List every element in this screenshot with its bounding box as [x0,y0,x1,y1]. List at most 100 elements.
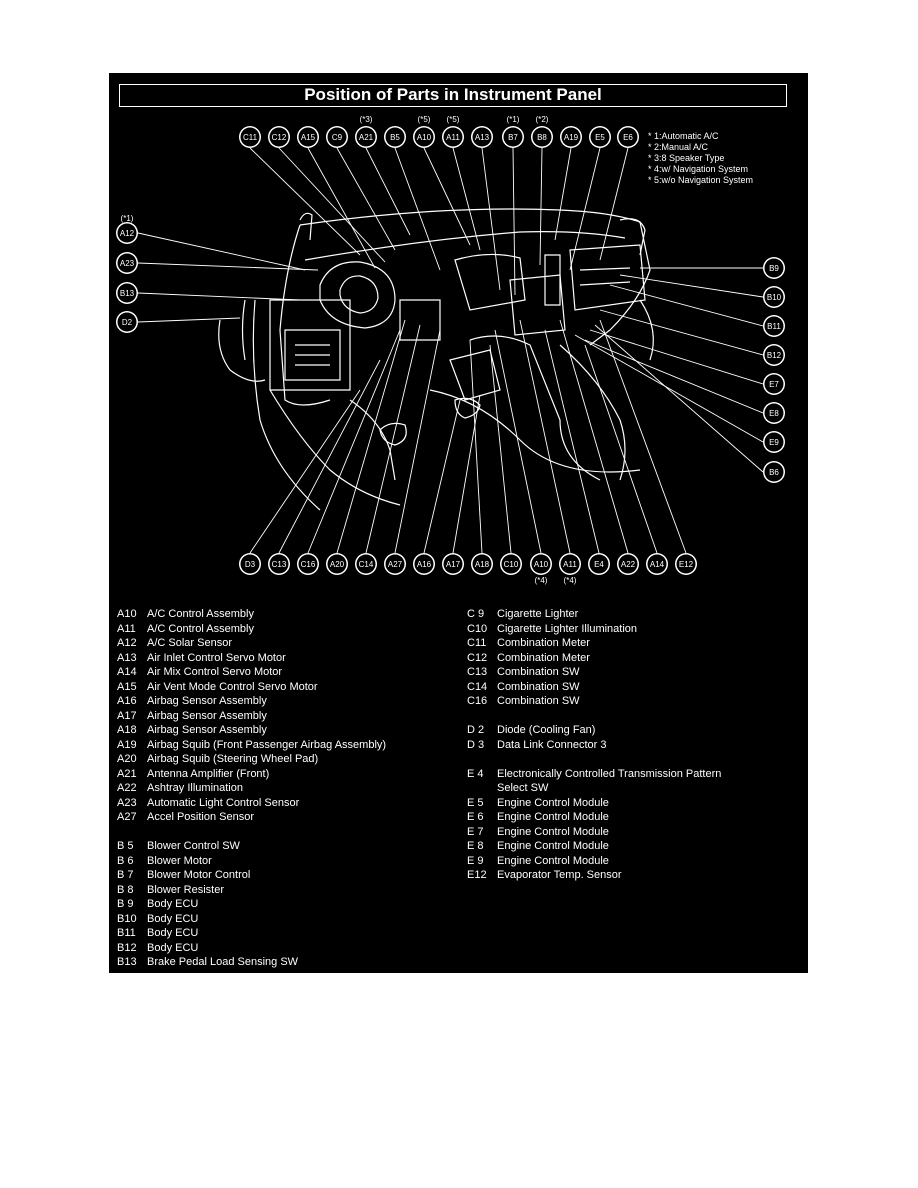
leader-line-right-3 [599,309,764,356]
callout-ring [414,127,434,147]
leader-line-top-6 [423,147,471,246]
callout-ring [327,554,347,574]
callout-ring [618,127,638,147]
legend-name: Select SW [497,782,549,794]
leader-line-top-0 [249,147,361,256]
legend-code: B11 [117,927,136,939]
legend-code: E12 [467,869,487,881]
legend-name: Blower Control SW [147,840,240,852]
legend-code: B 6 [117,854,134,867]
legend-name: Cigarette Lighter [497,608,579,620]
note-4: * 4:w/ Navigation System [648,164,748,174]
callout-label: B6 [769,468,779,477]
callout-bottom-a17-7: A17 [442,553,464,575]
legend-name: Airbag Sensor Assembly [147,724,267,736]
legend-name: Brake Pedal Load Sensing SW [147,956,299,968]
callout-note: (*4) [564,576,577,585]
callout-top-a13-8: A13 [471,126,493,148]
callout-ring [443,554,463,574]
note-2: * 2:Manual A/C [648,142,709,152]
callout-top-e6-13: E6 [617,126,639,148]
callout-ring [117,223,137,243]
legend-name: Engine Control Module [497,825,609,838]
callout-ring [414,554,434,574]
callout-top-c12-1: C12 [268,126,290,148]
legend-name: Body ECU [147,912,199,925]
callout-left-a23: A23 [116,252,138,274]
leader-line-top-4 [365,147,411,236]
callout-top-b8-10: B8(*2) [531,115,553,148]
callout-ring [385,554,405,574]
callout-ring [676,554,696,574]
legend-code: E 8 [467,840,484,852]
callout-label: C11 [243,133,258,142]
callout-label: A12 [120,229,135,238]
legend-name: Body ECU [147,898,199,910]
callout-top-b5-5: B5 [384,126,406,148]
callout-label: A11 [446,133,460,142]
callout-label: A27 [388,560,403,569]
legend-code: B13 [117,956,137,968]
legend-name: Blower Motor [147,854,212,867]
leader-line-bottom-0 [249,389,361,554]
callout-ring [503,127,523,147]
leader-line-bottom-12 [544,329,600,554]
note-5: * 5:w/o Navigation System [648,175,753,185]
callout-ring [764,258,784,278]
callout-ring [298,127,318,147]
callout-bottom-c14-4: C14 [355,553,377,575]
legend-name: Body ECU [147,927,199,939]
callout-label: E12 [679,560,694,569]
callout-ring [117,253,137,273]
legend-code: A16 [117,695,137,707]
leader-line-top-1 [278,147,386,263]
callout-label: C10 [504,560,519,569]
legend-name: Engine Control Module [497,796,609,809]
legend-name: Ashtray Illumination [147,782,243,794]
callout-label: D2 [122,318,133,327]
legend-code: C11 [467,637,487,649]
callout-label: A19 [564,133,579,142]
leader-line-bottom-3 [336,319,406,554]
leader-line-top-7 [452,147,481,251]
legend-code: B12 [117,941,137,954]
callout-top-a11-7: A11(*5) [442,115,464,148]
callout-bottom-c16-2: C16 [297,553,319,575]
callout-label: E8 [769,409,779,418]
callout-bottom-a20-3: A20 [326,553,348,575]
legend-name: A/C Control Assembly [147,622,254,635]
callout-ring [327,127,347,147]
leader-line-top-5 [394,147,441,271]
callout-bottom-c13-1: C13 [268,553,290,575]
leader-lines [137,147,764,554]
callout-label: B8 [537,133,547,142]
callout-ring [269,554,289,574]
callout-label: B11 [767,322,781,331]
callout-bottom-d3-0: D3 [239,553,261,575]
legend-code: A15 [117,680,137,693]
callout-label: C13 [272,560,287,569]
leader-line-bottom-7 [452,394,481,554]
legend-code: E 4 [467,767,484,780]
callout-bottom-c10-9: C10 [500,553,522,575]
callout-ring [532,127,552,147]
leader-line-bottom-9 [489,344,512,554]
legend-code: A17 [117,709,137,722]
leader-line-bottom-2 [307,329,401,554]
legend-code: C12 [467,651,488,664]
leader-line-right-1 [619,274,764,298]
callout-right-e7: E7 [763,373,785,395]
callout-top-a21-4: A21(*3) [355,115,377,148]
legend-name: Combination SW [497,666,580,678]
